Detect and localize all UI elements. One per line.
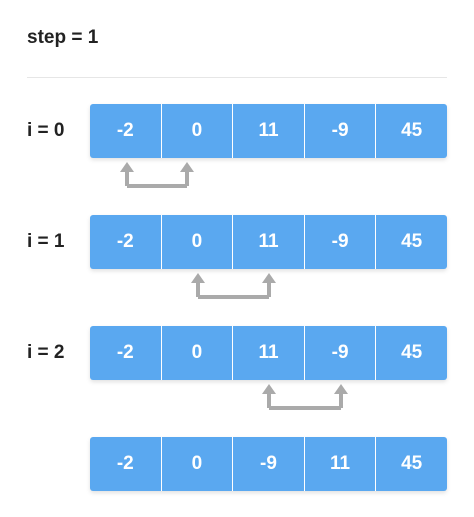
array-cell: 11 — [233, 326, 305, 380]
array-row-0: -2 0 11 -9 45 — [90, 104, 447, 158]
array-cell: 45 — [401, 342, 423, 363]
step-title: step = 1 — [27, 27, 99, 48]
row-label-1: i = 1 — [27, 231, 65, 252]
array-row-2: -2 0 11 -9 45 — [90, 326, 447, 380]
array-cell: 45 — [401, 453, 423, 474]
array-cell: -2 — [90, 104, 162, 158]
array-cell: 0 — [162, 437, 234, 491]
array-cell: 45 — [401, 231, 423, 252]
swap-arrow-icon — [262, 384, 348, 410]
array-cell: 11 — [305, 437, 377, 491]
array-row-1: -2 0 11 -9 45 — [90, 215, 447, 269]
row-label-0: i = 0 — [27, 120, 65, 141]
array-cell: -9 — [305, 215, 377, 269]
divider — [27, 77, 447, 78]
array-cell: -9 — [305, 104, 377, 158]
array-cell: 0 — [162, 104, 234, 158]
swap-arrow-icon — [191, 273, 276, 299]
array-cell: -9 — [305, 326, 377, 380]
array-cell: -2 — [90, 437, 162, 491]
array-cell: 11 — [233, 215, 305, 269]
array-cell: 45 — [401, 120, 423, 141]
swap-arrow-icon — [120, 162, 194, 188]
array-cell: 0 — [162, 215, 234, 269]
array-cell: -9 — [233, 437, 305, 491]
array-row-result: -2 0 -9 11 45 — [90, 437, 447, 491]
array-cell: -2 — [90, 215, 162, 269]
row-label-2: i = 2 — [27, 342, 65, 363]
array-cell: 11 — [233, 104, 305, 158]
array-cell: -2 — [90, 326, 162, 380]
array-cell: 0 — [162, 326, 234, 380]
